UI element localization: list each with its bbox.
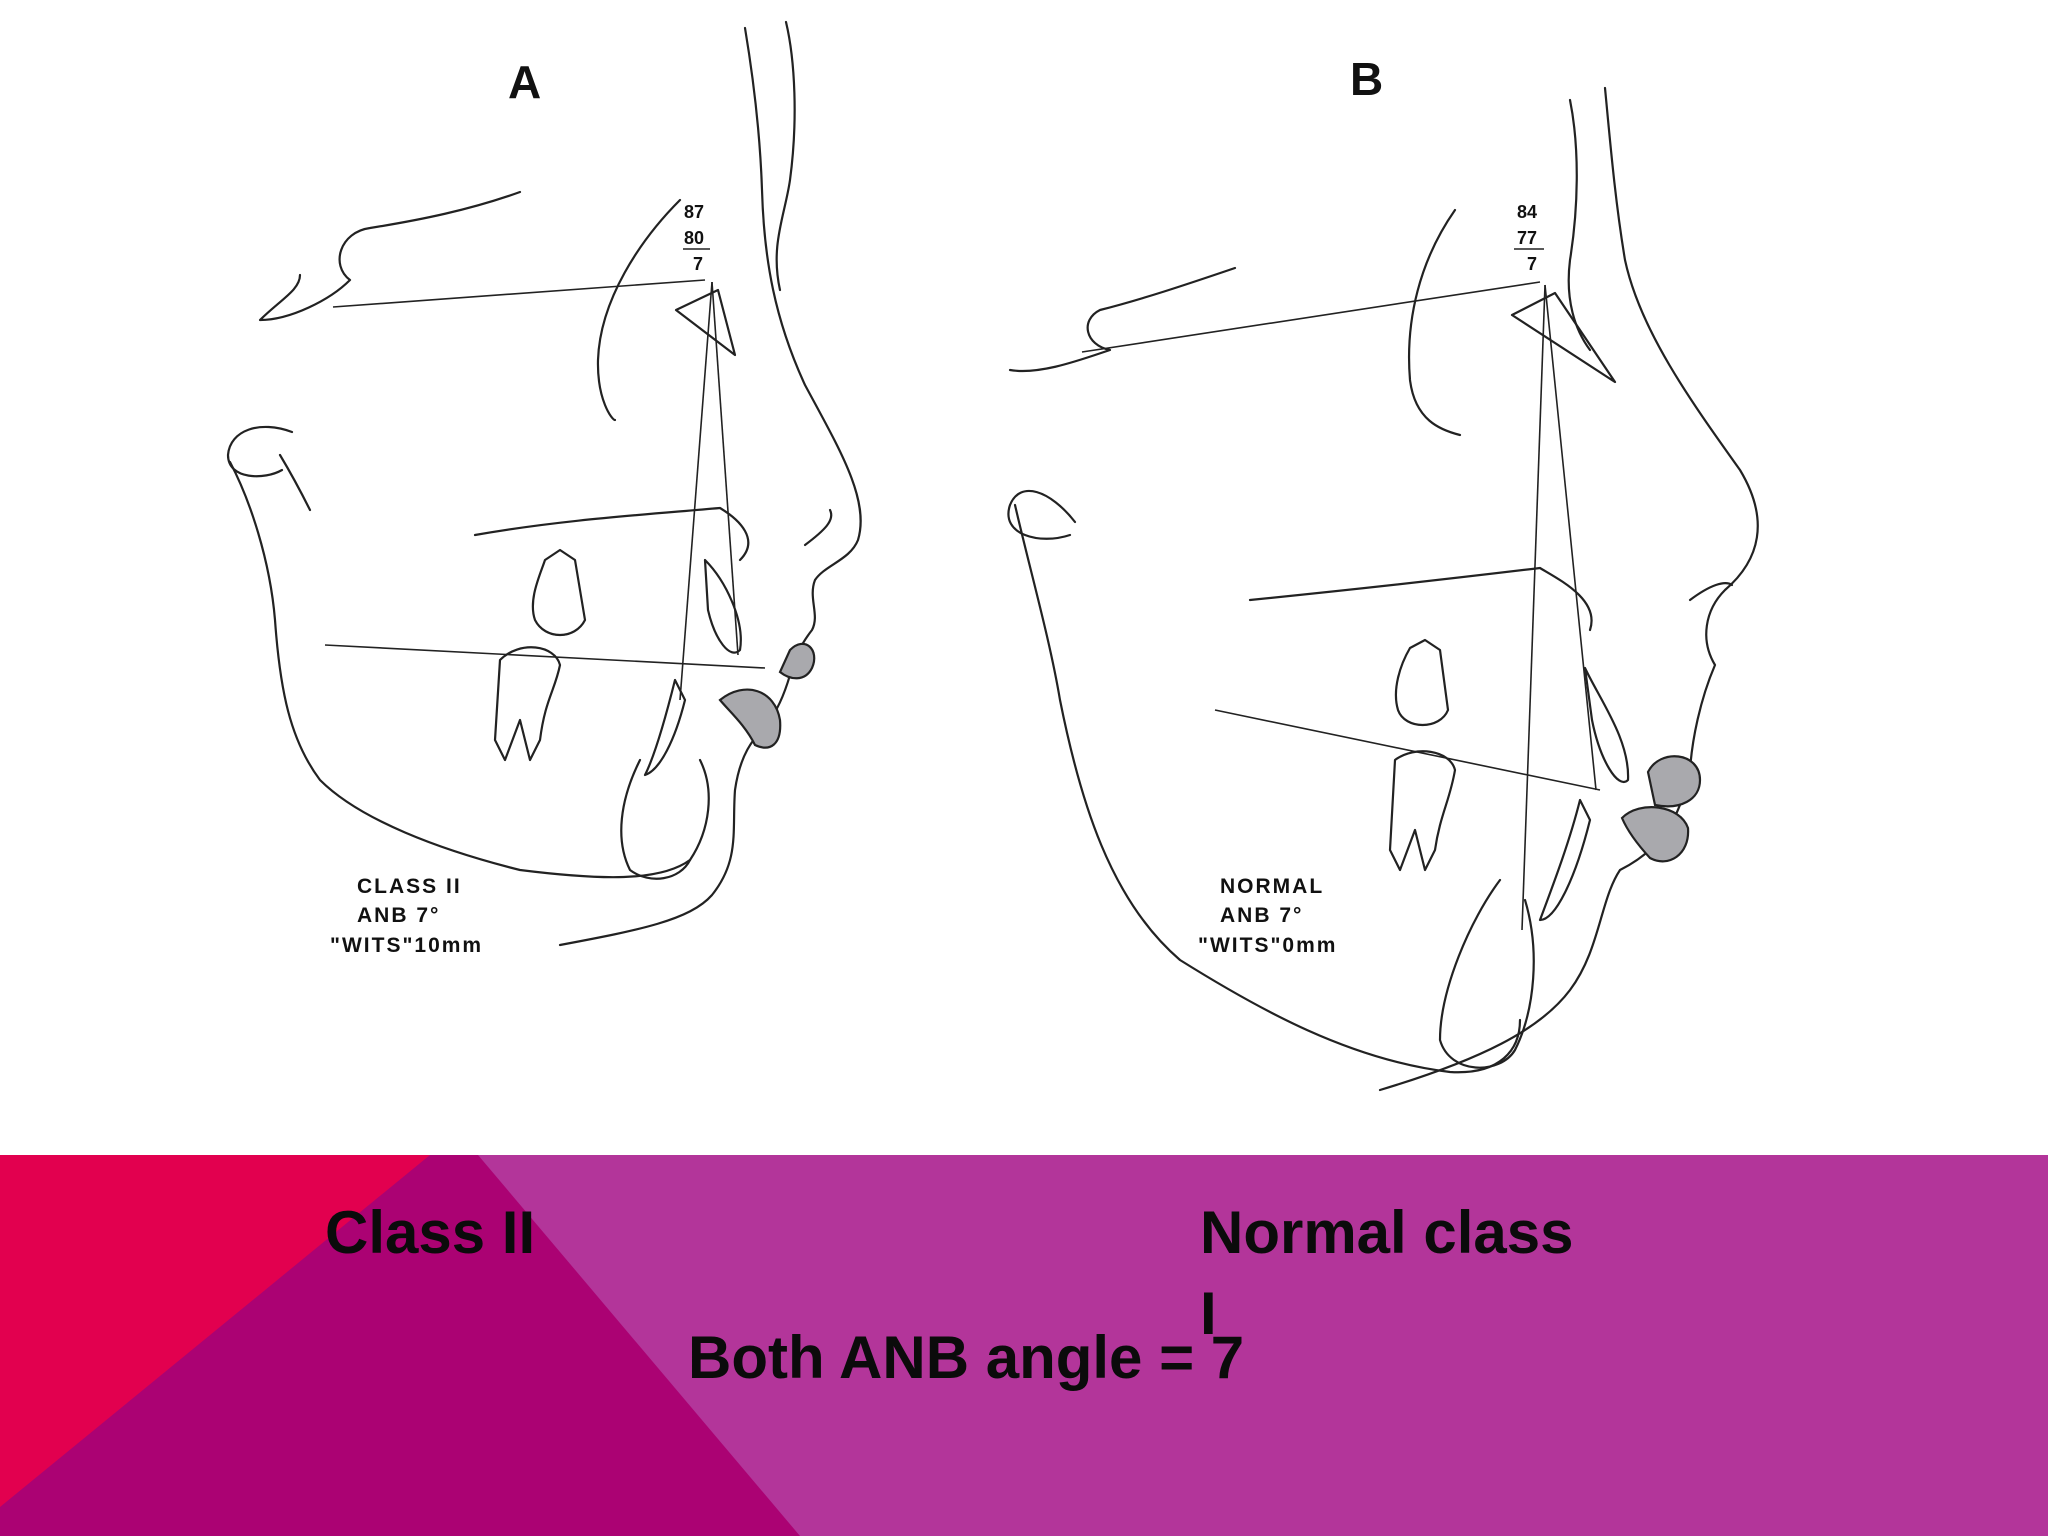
panel-a-nasion-curve [775,20,796,292]
panel-a-lower-lip [718,688,782,749]
caption-band [0,1155,2048,1536]
panel-a-upper-incisor [703,558,742,654]
panel-a-nose-line [803,508,833,547]
panel-b-upper-molar [1394,638,1450,726]
panel-b-anb-value: 7 [1527,254,1537,274]
band-magenta-triangle [0,1155,800,1536]
caption-normal-class-numeral: I [1200,1280,1217,1347]
panel-b-note-1: NORMAL [1220,875,1324,898]
caption-class-ii: Class II [325,1199,536,1266]
panel-b-upper-incisor [1583,666,1630,783]
panel-a-na-line [711,281,739,656]
panel-a-upper-molar [531,548,587,636]
panel-a-palate [473,506,750,562]
panel-a-tracing: A [226,20,862,957]
cephalometric-figure: A [226,20,1759,1092]
panel-a-occlusal-line [324,644,766,669]
panel-a-symphysis [620,758,710,880]
panel-a-upper-lip [778,642,816,680]
panel-b-lower-molar [1388,750,1457,872]
panel-b-mandible [1013,503,1522,1074]
panel-b-nasion-curve [1567,98,1592,352]
panel-b-palate [1248,566,1593,632]
panel-a-snb-value: 80 [684,228,704,248]
panel-b-condyle [1007,489,1077,540]
panel-a-sella [258,190,522,322]
panel-a-soft-tissue-profile [558,26,862,947]
panel-b-lower-lip [1620,806,1690,863]
panel-b-snb-value: 77 [1517,228,1537,248]
panel-a-anb-value: 7 [693,254,703,274]
panel-b-note-2: ANB 7° [1220,904,1303,927]
panel-a-lower-incisor [643,678,687,777]
panel-a-note-1: CLASS II [357,875,462,898]
panel-b-occlusal-line [1214,709,1601,791]
panel-b-na-line [1544,284,1597,791]
panel-a-letter: A [508,56,541,108]
panel-b-sna-value: 84 [1517,202,1537,222]
panel-a-lower-molar [493,646,562,762]
panel-b-nb-line [1521,284,1546,931]
panel-b-upper-lip [1646,755,1702,808]
panel-a-nasion-triangle [674,288,737,357]
panel-b-sella [1008,266,1237,372]
panel-a-condyle-inner [278,453,312,512]
panel-b-lower-incisor [1538,798,1592,922]
panel-a-nb-line [679,281,713,701]
panel-b-orbit [1407,208,1462,437]
panel-a-note-3: "WITS"10mm [330,934,483,957]
panel-b-soft-tissue-profile [1378,86,1759,1092]
caption-anb-angle: Both ANB angle = 7 [688,1324,1245,1391]
panel-a-sna-value: 87 [684,202,704,222]
panel-a-condyle [226,425,294,478]
panel-a-orbit [596,198,682,422]
panel-b-letter: B [1350,53,1383,105]
panel-b-symphysis [1438,878,1535,1069]
panel-a-note-2: ANB 7° [357,904,440,927]
panel-b-sn-line [1081,281,1541,353]
panel-a-sn-line [332,279,706,308]
panel-b-nasion-triangle [1510,291,1617,384]
caption-normal-class: Normal class [1200,1199,1574,1266]
panel-b-note-3: "WITS"0mm [1198,934,1337,957]
panel-b-tracing: B [1007,53,1759,1092]
panel-a-mandible [228,460,692,879]
panel-b-nose-line [1688,582,1734,602]
